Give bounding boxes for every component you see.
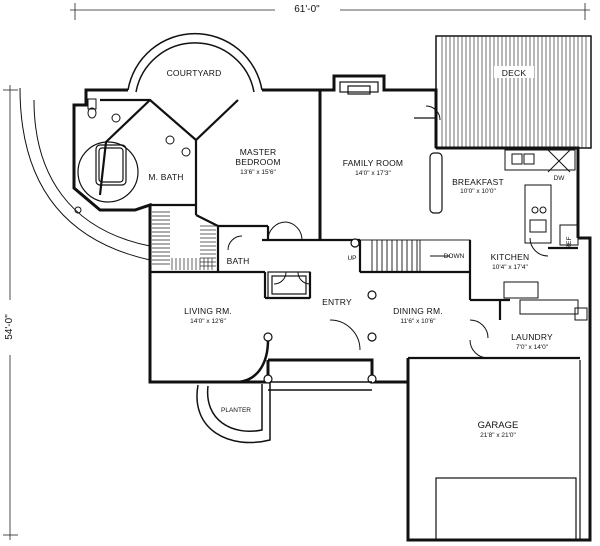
- dw-label: DW: [554, 175, 566, 182]
- garage-details: [435, 360, 581, 541]
- kitchen-size: 10'4" x 17'4": [492, 264, 528, 271]
- exterior-walls: [72, 74, 592, 542]
- courtyard: [127, 32, 263, 93]
- breakfast-label: BREAKFAST: [452, 177, 504, 187]
- entry-label: ENTRY: [322, 297, 352, 307]
- ref-label: REF: [566, 236, 573, 249]
- laundry-label: LAUNDRY: [511, 332, 553, 342]
- overall-depth-dimension: 54'-0": [4, 314, 15, 340]
- door-swings: [227, 105, 549, 359]
- entry-columns: [263, 238, 377, 384]
- stair-down-label: DOWN: [444, 253, 465, 260]
- living-room-size: 14'0" x 12'6": [190, 318, 226, 325]
- closet-shelves: [152, 211, 216, 270]
- stair-up-label: UP: [347, 255, 356, 262]
- planter-label: PLANTER: [221, 407, 251, 414]
- laundry-size: 7'0" x 14'0": [516, 344, 549, 351]
- tub: [77, 141, 139, 203]
- kitchen-label: KITCHEN: [491, 252, 530, 262]
- family-room-label: FAMILY ROOM: [343, 158, 403, 168]
- deck-label: DECK: [502, 68, 527, 78]
- deck: [435, 35, 592, 149]
- kitchen-fixtures: [503, 149, 588, 321]
- stairs: [359, 239, 471, 273]
- living-room-label: LIVING RM.: [184, 306, 232, 316]
- breakfast-size: 10'0" x 10'0": [460, 188, 496, 195]
- overall-width-dimension: 61'-0": [294, 4, 320, 15]
- bath-label: BATH: [227, 256, 250, 266]
- entry-closet: [267, 271, 311, 299]
- living-room-curve: [237, 339, 270, 384]
- family-room-size: 14'0" x 17'3": [355, 170, 391, 177]
- front-porch: [196, 381, 372, 444]
- master-bedroom-size: 13'6" x 15'6": [240, 169, 276, 176]
- walkway-arc: [19, 87, 151, 261]
- master-bath-walls: [98, 98, 270, 272]
- dining-room-label: DINING RM.: [393, 306, 443, 316]
- garage-label: GARAGE: [478, 420, 519, 431]
- dining-room-size: 11'6" x 10'6": [400, 318, 436, 325]
- master-bedroom-label-2: BEDROOM: [235, 157, 280, 167]
- master-bath-label: M. BATH: [148, 172, 183, 182]
- courtyard-label: COURTYARD: [167, 68, 222, 78]
- master-bedroom-label-1: MASTER: [240, 147, 277, 157]
- family-room-windows: [339, 81, 443, 214]
- garage-size: 21'8" x 21'0": [480, 432, 516, 439]
- room-labels: MASTER BEDROOM 13'6" x 15'6" M. BATH FAM…: [148, 147, 573, 439]
- deck-boards: [441, 36, 587, 148]
